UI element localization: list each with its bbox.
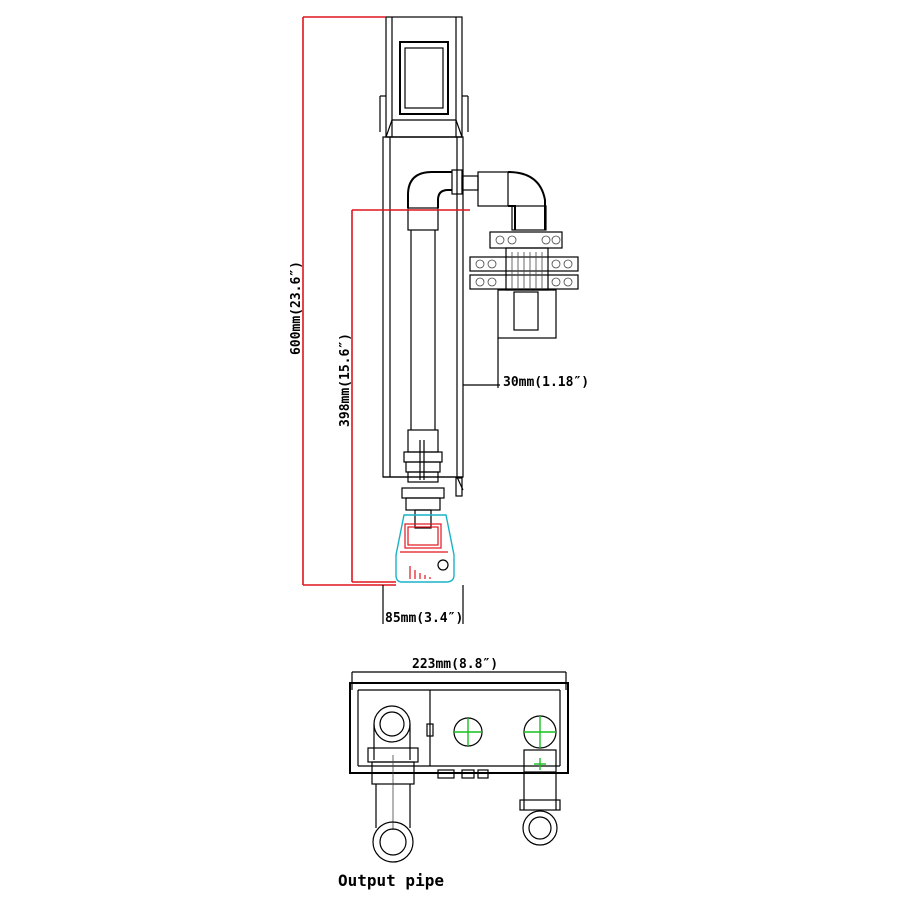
- dimension-lines: [302, 16, 500, 624]
- elbow-pipe: [407, 169, 547, 231]
- top-housing: [349, 682, 569, 774]
- dim-offset: 30mm(1.18″): [503, 375, 589, 390]
- output-pipe-label: Output pipe: [338, 871, 444, 890]
- inner-pipe: [403, 207, 443, 483]
- dim-height-total: 600mm(23.6″): [289, 261, 304, 355]
- dim-height-inner: 398mm(15.6″): [338, 333, 353, 427]
- output-pipe-drawing: [367, 705, 419, 863]
- top-view: 223mm(8.8″): [338, 657, 569, 890]
- dim-width-side: 85mm(3.4″): [385, 611, 463, 626]
- bottom-fittings: [437, 769, 489, 779]
- right-port: [519, 715, 561, 846]
- collection-cup: [379, 16, 469, 138]
- side-view: 600mm(23.6″) 398mm(15.6″) 30mm(1.18″) 85…: [289, 16, 589, 626]
- dim-width-top: 223mm(8.8″): [412, 657, 498, 672]
- mounting-clamp: [469, 231, 579, 339]
- pump: [395, 487, 455, 583]
- center-port: [453, 717, 483, 747]
